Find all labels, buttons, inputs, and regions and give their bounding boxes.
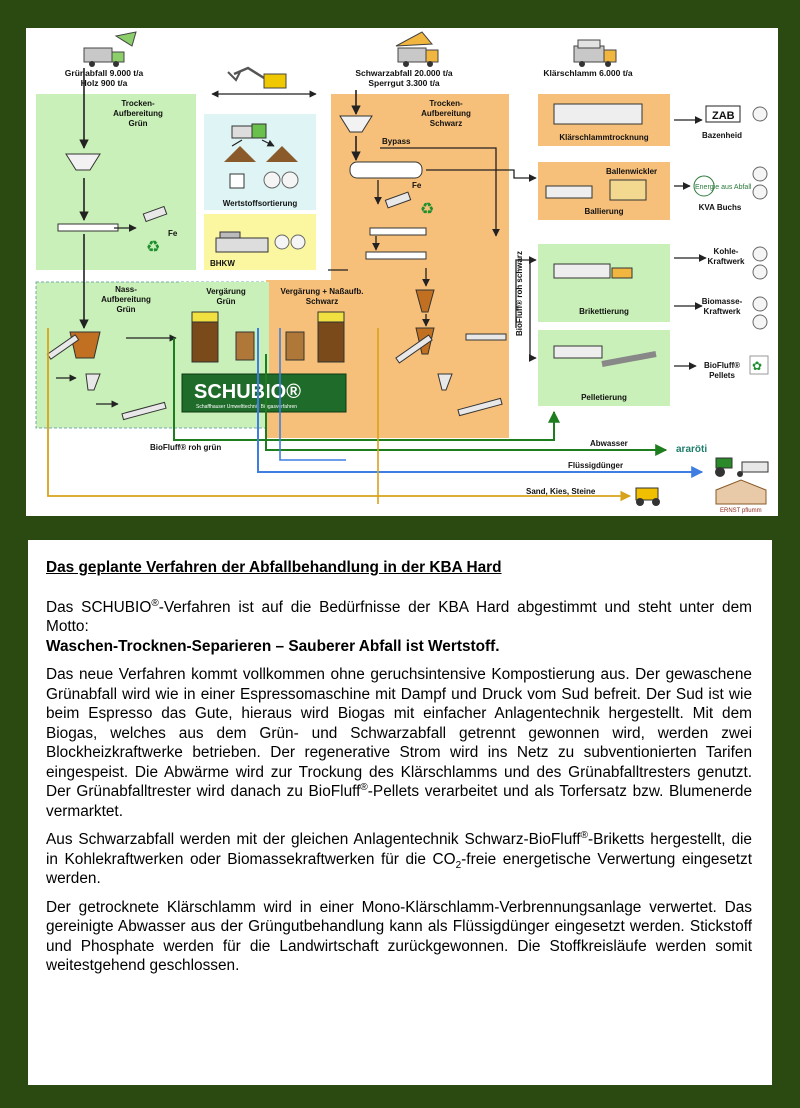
wertstoff-label: Wertstoffsortierung: [223, 199, 298, 208]
kohle-l1: Kohle-: [714, 247, 739, 256]
pelletierung-label: Pelletierung: [581, 393, 627, 402]
loader-icon: [635, 487, 660, 506]
truck-gruen-icon: [83, 31, 137, 67]
description-panel: Das geplante Verfahren der Abfallbehandl…: [28, 540, 772, 1085]
verg-schwarz-l1: Vergärung + Naßaufb.: [281, 287, 364, 296]
p1-registered: ®: [151, 597, 159, 609]
ara-logo: araröti: [676, 444, 707, 455]
ballierung-label: Ballierung: [584, 207, 623, 216]
p3-registered: ®: [580, 829, 588, 841]
motto: Waschen-Trocknen-Separieren – Sauberer A…: [46, 637, 500, 655]
verg-schwarz-l2: Schwarz: [306, 297, 338, 306]
input-schwarz-label: Schwarzabfall 20.000 t/a: [355, 68, 453, 78]
box-pelletierung: [538, 330, 670, 406]
nass-gruen-l1: Nass-: [115, 285, 137, 294]
trocken-schwarz-l1: Trocken-: [429, 99, 463, 108]
truck-schwarz-icon: [395, 31, 439, 67]
schubio-logo-subtext: Schaffhauser Umwelttechnik Biogasverfahr…: [196, 404, 297, 410]
fluessig-label: Flüssigdünger: [568, 461, 623, 470]
ernst-logo: ERNST pflumm: [720, 508, 762, 514]
p3-text-a: Aus Schwarzabfall werden mit der gleiche…: [46, 831, 581, 848]
p2-registered: ®: [360, 781, 368, 793]
paragraph-intro: Das SCHUBIO®-Verfahren ist auf die Bedür…: [46, 598, 752, 657]
p1-text-b: -Verfahren ist auf die Bedürfnisse der K…: [46, 598, 752, 636]
nass-gruen-l3: Grün: [116, 305, 135, 314]
input-holz-label: Holz 900 t/a: [81, 78, 128, 88]
pellets-l2: Pellets: [709, 371, 735, 380]
schubio-logo: [181, 373, 347, 413]
verg-gruen-l2: Grün: [216, 297, 235, 306]
ballenwickler-label: Ballenwickler: [606, 167, 657, 176]
tractor-icon: [715, 457, 769, 477]
trocken-schwarz-l2: Aufbereitung: [421, 109, 471, 118]
description-title: Das geplante Verfahren der Abfallbehandl…: [46, 559, 502, 576]
p2-text-a: Das neue Verfahren kommt vollkommen ohne…: [46, 666, 752, 800]
trocken-gruen-l1: Trocken-: [121, 99, 155, 108]
biomasse-l1: Biomasse-: [702, 297, 743, 306]
recycle-icon-2: ♻: [420, 201, 434, 218]
kva-label: KVA Buchs: [699, 203, 742, 212]
schubio-logo-text: SCHUBIO®: [194, 381, 301, 403]
truck-klaer-icon: [573, 39, 617, 67]
p1-text-a: Das SCHUBIO: [46, 598, 152, 616]
trocken-gruen-l2: Aufbereitung: [113, 109, 163, 118]
abwasser-label: Abwasser: [590, 439, 628, 448]
biofluff-roh-schwarz-label: BioFluff® roh schwarz: [515, 251, 524, 336]
p3-text-b: -Briketts hergestellt, die in Kohlekraft…: [46, 831, 752, 868]
paragraph-klaerschlamm: Der getrocknete Klärschlamm wird in eine…: [46, 898, 752, 975]
trocken-gruen-l3: Grün: [128, 119, 147, 128]
input-klaer-label: Klärschlamm 6.000 t/a: [543, 68, 633, 78]
biofluff-roh-gruen-label: BioFluff® roh grün: [150, 443, 221, 452]
nass-gruen-l2: Aufbereitung: [101, 295, 151, 304]
p3-co2-sub: 2: [455, 859, 462, 871]
p3-text-c: -freie energetische Verwertung eingesetz…: [46, 850, 752, 888]
fe-label-1: Fe: [168, 229, 178, 238]
fe-label-2: Fe: [412, 181, 422, 190]
p2-text-b: -Pellets verarbeitet und als Torfersatz …: [46, 783, 752, 820]
process-flow-diagram: Grünabfall 9.000 t/a Holz 900 t/a Schwar…: [26, 28, 778, 516]
pellets-l1: BioFluff®: [704, 361, 740, 370]
trocken-schwarz-l3: Schwarz: [430, 119, 462, 128]
plant-icon: ✿: [752, 359, 762, 373]
bazenheid-label: Bazenheid: [702, 131, 742, 140]
zab-logo: ZAB: [712, 110, 735, 122]
sand-label: Sand, Kies, Steine: [526, 487, 596, 496]
kohle-l2: Kraftwerk: [708, 257, 745, 266]
klaertrocknung-label: Klärschlammtrocknung: [559, 133, 648, 142]
paragraph-process: Das neue Verfahren kommt vollkommen ohne…: [46, 665, 752, 821]
brikettierung-label: Brikettierung: [579, 307, 629, 316]
input-sperrgut-label: Sperrgut 3.300 t/a: [368, 78, 440, 88]
energie-logo: Energie aus Abfall: [695, 184, 752, 191]
recycle-icon-1: ♻: [146, 239, 160, 256]
paragraph-schwarzabfall: Aus Schwarzabfall werden mit der gleiche…: [46, 830, 752, 889]
crane-icon: [227, 66, 287, 89]
bypass-label: Bypass: [382, 137, 411, 146]
bhkw-label: BHKW: [210, 259, 235, 268]
box-brikettierung: [538, 244, 670, 322]
verg-gruen-l1: Vergärung: [206, 287, 246, 296]
biomasse-l2: Kraftwerk: [704, 307, 741, 316]
input-gruen-label: Grünabfall 9.000 t/a: [65, 68, 144, 78]
zone-trocken-gruen: [36, 94, 196, 270]
